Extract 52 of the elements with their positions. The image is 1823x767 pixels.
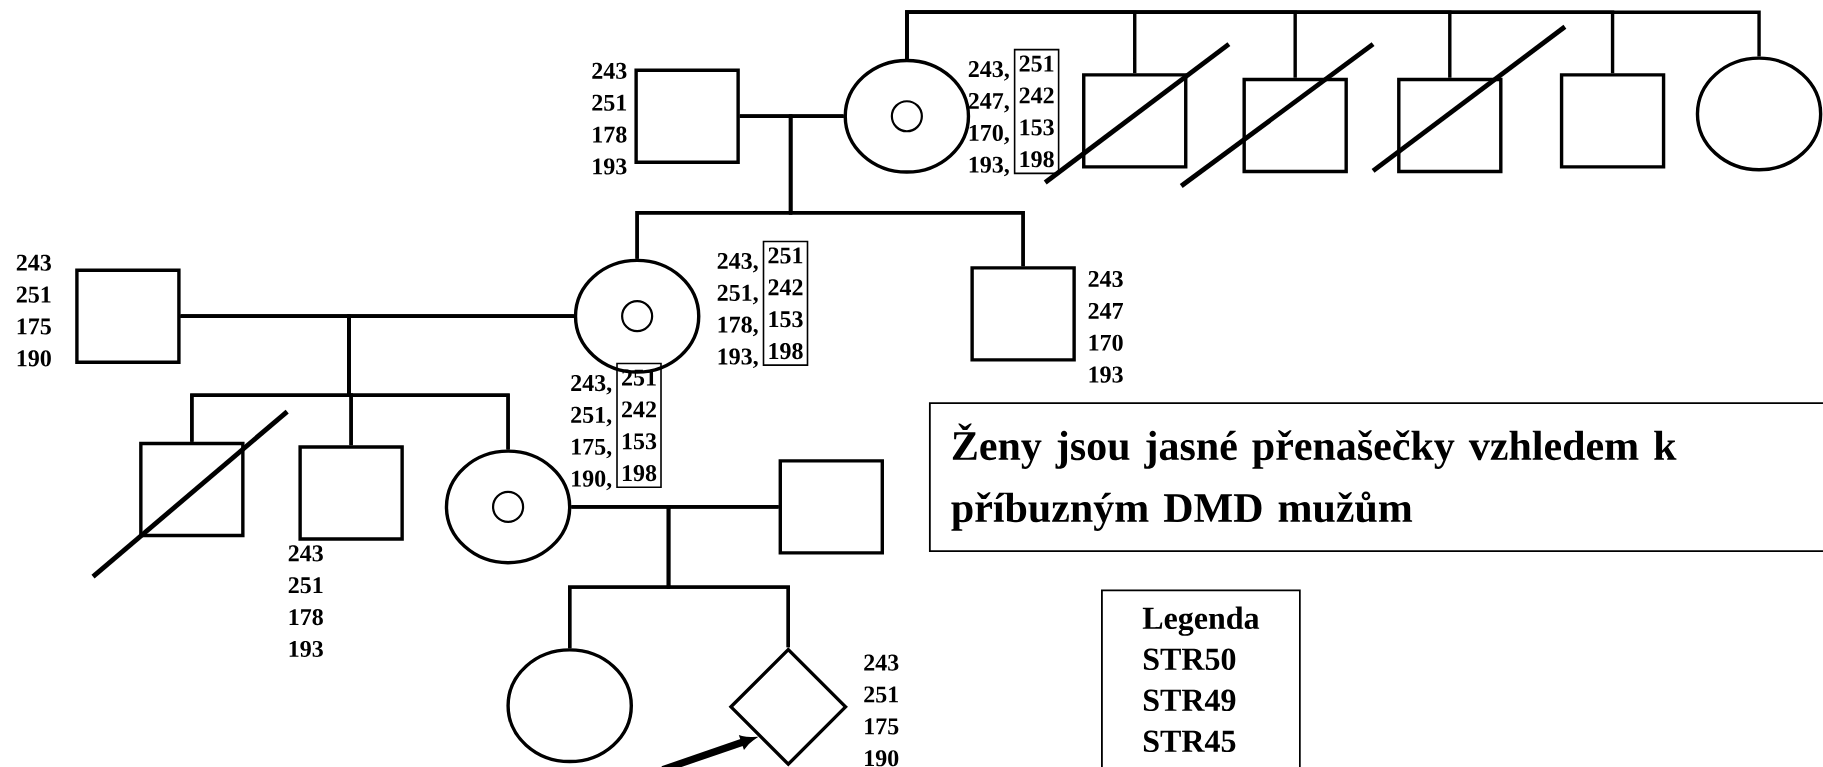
square-symbol bbox=[75, 268, 181, 364]
square-symbol bbox=[298, 445, 404, 541]
allele-label: 193 bbox=[289, 640, 323, 657]
descent-line bbox=[788, 114, 1025, 267]
sibship-line bbox=[905, 10, 1761, 59]
allele-label: 175 bbox=[17, 318, 51, 335]
allele-label: 243, bbox=[717, 252, 758, 273]
allele-label: 190, bbox=[572, 470, 612, 491]
haplotype-box: 251 242 153 198 bbox=[762, 240, 809, 366]
allele-label: 251 bbox=[288, 577, 323, 594]
square-symbol bbox=[139, 441, 245, 537]
allele-label: 247, bbox=[968, 92, 1009, 113]
circle-symbol bbox=[444, 449, 572, 565]
square-symbol bbox=[1397, 77, 1503, 174]
title-box: Ženy jsou jasné přenašečky vzhledem k příbuzným DMD mužům bbox=[928, 402, 1823, 552]
allele-label: 193 bbox=[593, 158, 627, 175]
allele-label: 251, bbox=[571, 406, 612, 427]
allele-label: 175 bbox=[865, 718, 899, 735]
allele-label: 243 bbox=[864, 654, 899, 671]
allele-label: 243, bbox=[571, 374, 612, 395]
allele-label: 170 bbox=[1089, 334, 1123, 351]
square-symbol bbox=[1559, 73, 1666, 169]
allele-label: 190 bbox=[17, 350, 51, 367]
allele-label: 243 bbox=[592, 62, 627, 79]
allele-label: 243, bbox=[968, 60, 1009, 81]
allele-label: 178 bbox=[289, 608, 323, 626]
allele-label: 251, bbox=[717, 284, 758, 305]
allele-label: 193 bbox=[1089, 366, 1123, 383]
circle-symbol bbox=[1695, 56, 1823, 172]
square-symbol bbox=[970, 266, 1076, 362]
allele-label: 193, bbox=[718, 348, 758, 368]
allele-label: 243 bbox=[288, 545, 323, 562]
allele-label: 251 bbox=[864, 686, 898, 703]
allele-label: 178 bbox=[593, 126, 627, 143]
square-symbol bbox=[778, 459, 884, 555]
allele-label: 193, bbox=[969, 156, 1009, 177]
haplotype-box: 251 242 153 198 bbox=[1013, 48, 1060, 174]
descent-line bbox=[666, 505, 790, 647]
allele-label: 247 bbox=[1088, 302, 1124, 319]
circle-symbol bbox=[506, 648, 633, 764]
allele-label: 243 bbox=[1088, 270, 1123, 287]
legend-box: Legenda STR50 STR49 STR45 bbox=[1101, 589, 1301, 767]
square-symbol bbox=[1242, 77, 1348, 174]
allele-label: 178, bbox=[718, 316, 758, 337]
allele-label: 190 bbox=[865, 750, 899, 767]
allele-label: 251 bbox=[592, 94, 627, 111]
allele-label: 251 bbox=[16, 286, 51, 303]
square-symbol bbox=[634, 68, 740, 164]
allele-label: 175, bbox=[572, 438, 612, 459]
allele-label: 170, bbox=[969, 124, 1009, 145]
square-symbol bbox=[1082, 73, 1188, 169]
allele-label: 243 bbox=[16, 254, 51, 271]
